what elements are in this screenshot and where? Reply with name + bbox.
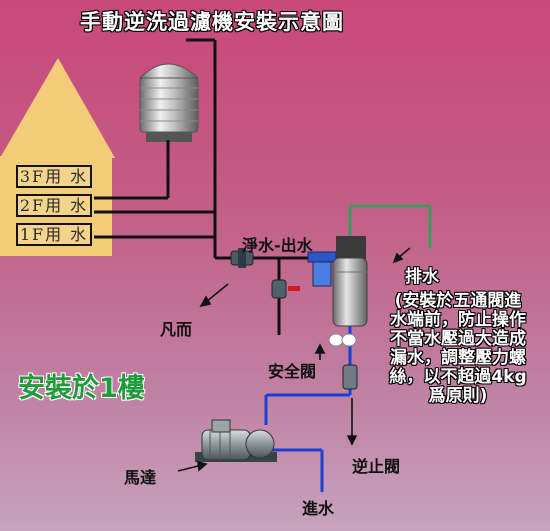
arrow-fanshui	[205, 283, 229, 303]
label-safety-valve: 安全閥	[268, 362, 317, 381]
arrow-safety-head	[314, 343, 326, 354]
check-valve-icon	[342, 364, 358, 390]
floor-label-3f: 3F用 水	[16, 165, 92, 188]
label-install-first-floor: 安裝於1樓	[18, 373, 145, 404]
arrow-motor-head	[197, 460, 208, 472]
label-check-valve: 逆止閥	[352, 457, 401, 476]
note-line: (安裝於五通閥進	[394, 291, 522, 311]
water-tank	[138, 63, 200, 142]
filter-tank	[332, 236, 368, 327]
prefilter	[307, 251, 337, 287]
arrow-check-head	[346, 435, 358, 446]
note-line: 漏水，調整壓力螺	[390, 348, 526, 368]
label-drain: 排水	[405, 267, 439, 287]
pump-motor	[195, 419, 277, 462]
note-line: 水端前，防止操作	[390, 310, 526, 330]
label-clean-water-out: 淨水-出水	[242, 236, 313, 255]
label-fanshui: 凡而	[160, 320, 193, 339]
arrow-motor	[177, 465, 199, 472]
arrows	[177, 247, 411, 472]
floor-label-1f: 1F用 水	[16, 223, 92, 246]
note-line: 爲原則)	[428, 386, 488, 406]
arrow-drain-head	[392, 252, 404, 264]
floor-label-2f: 2F用 水	[16, 194, 92, 217]
note-line: 不當水壓過大造成	[390, 329, 526, 349]
label-water-in: 進水	[302, 499, 335, 518]
inlet-pipes	[264, 325, 352, 492]
ball-valve	[271, 279, 300, 299]
label-motor: 馬達	[124, 468, 157, 487]
diagram-title: 手動逆洗過濾機安裝示意圖	[80, 10, 344, 34]
arrow-fanshui-head	[199, 295, 212, 308]
safety-valve-icon	[328, 333, 357, 347]
installation-note: (安裝於五通閥進 水端前，防止操作 不當水壓過大造成 漏水，調整壓力螺 絲，以不…	[368, 292, 548, 406]
note-line: 絲，以不超過4kg	[389, 367, 527, 387]
valve-left	[230, 248, 254, 268]
